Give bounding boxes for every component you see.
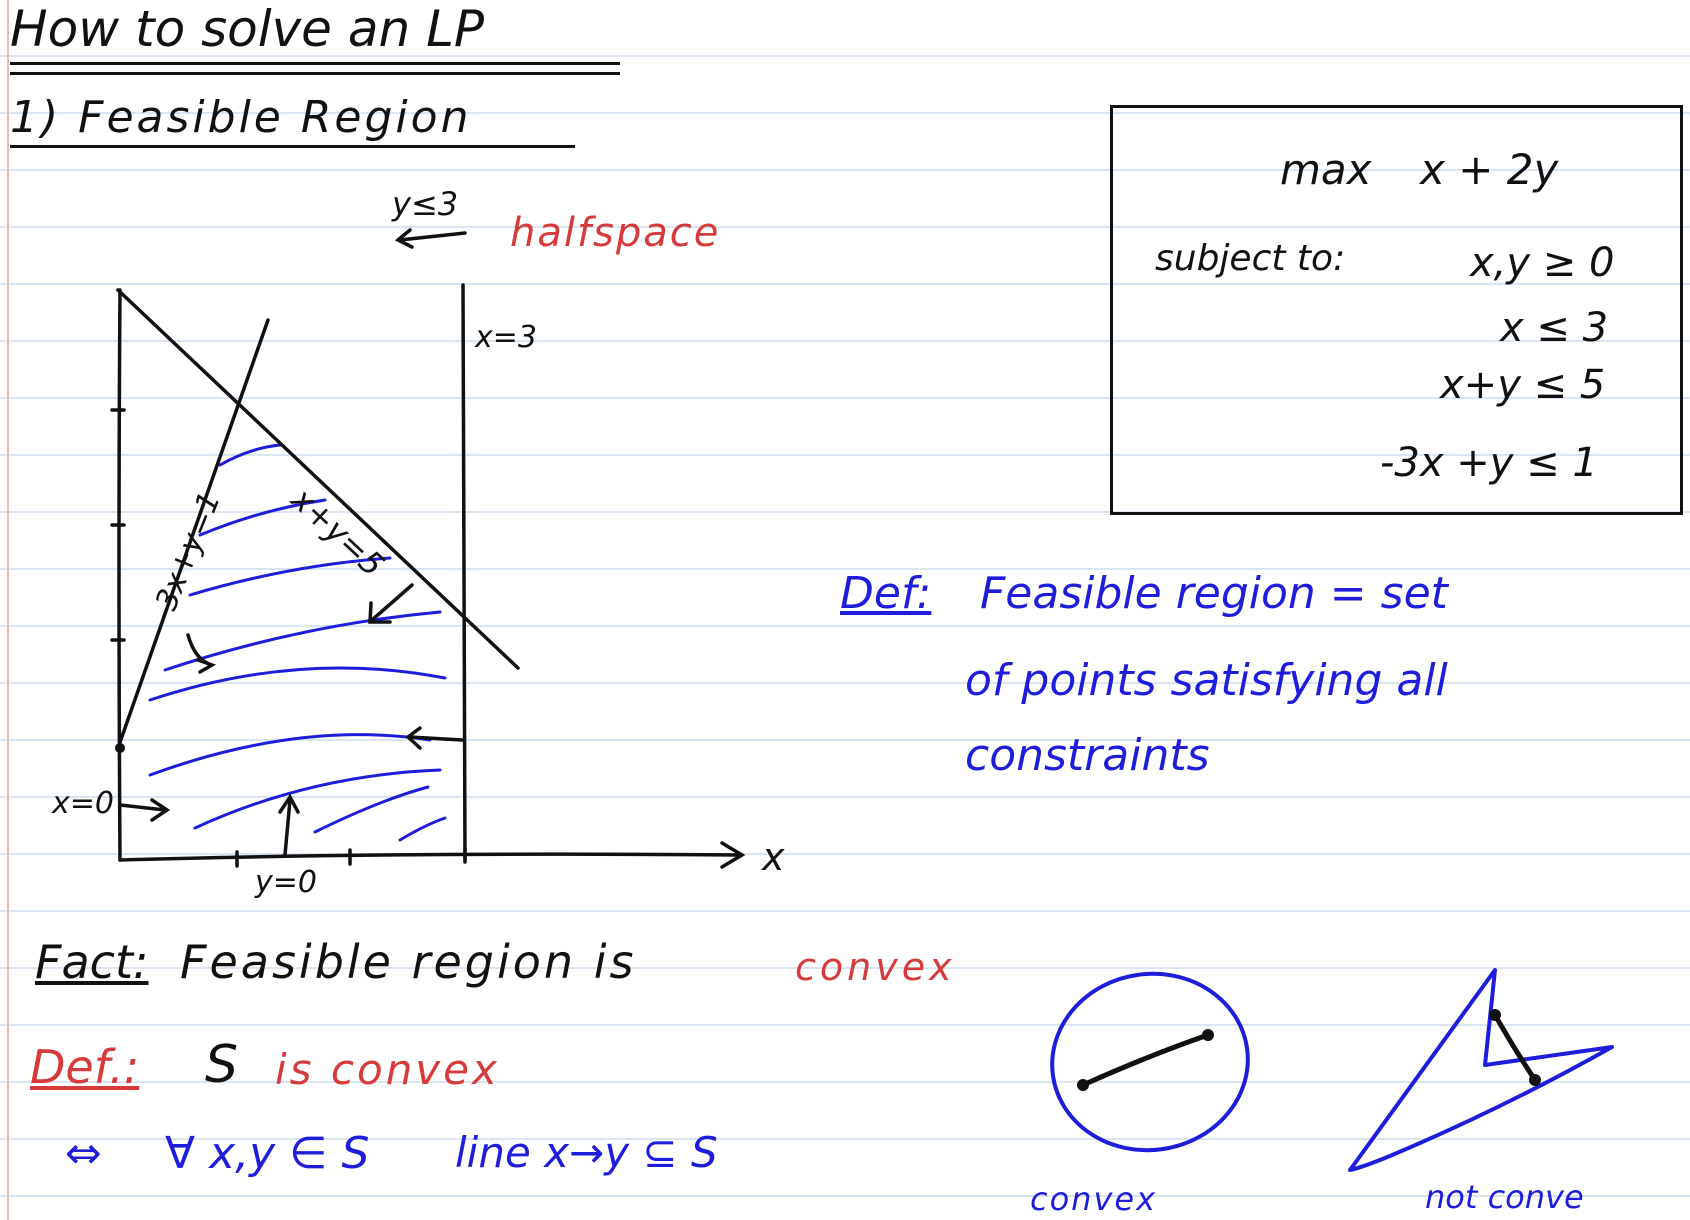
iff-arrow: ⇔ <box>65 1128 102 1179</box>
arrow-x-ge-0 <box>118 798 171 822</box>
hatch-line <box>198 498 327 537</box>
x-axis-arrowhead <box>720 841 746 869</box>
definition-1-line-2: of points satisfying all <box>965 655 1448 706</box>
subject-to-label: subject to: <box>1155 238 1346 279</box>
page-title: How to solve an LP <box>10 0 485 58</box>
title-underline-2 <box>10 72 620 75</box>
objective-label: max <box>1280 145 1372 194</box>
hatch-line <box>218 443 282 467</box>
fact-text: Feasible region is <box>180 935 637 989</box>
fact-label: Fact: <box>35 935 149 989</box>
title-underline <box>10 62 620 65</box>
nonconvex-example <box>1348 968 1614 1172</box>
convex-example <box>1050 971 1250 1153</box>
x-axis <box>118 852 742 862</box>
nonconvex-segment <box>1492 1013 1538 1082</box>
hatch-line <box>148 733 432 777</box>
x-axis-label: x <box>762 835 785 879</box>
constraint-neg3x: -3x +y ≤ 1 <box>1380 440 1598 486</box>
segment-endpoint <box>1202 1029 1214 1041</box>
label-y-equals-0: y=0 <box>255 865 317 900</box>
halfspace-arrow <box>394 228 467 249</box>
segment-endpoint <box>1529 1074 1541 1086</box>
hatch-line <box>313 785 430 834</box>
segment-endpoint <box>1077 1079 1089 1091</box>
line-x-plus-y-equals-5 <box>116 288 520 670</box>
label-x-equals-0: x=0 <box>52 786 114 821</box>
halfspace-label: halfspace <box>510 210 721 256</box>
section-heading: 1) Feasible Region <box>10 92 472 143</box>
arrow-neg3x-le-1 <box>186 633 217 674</box>
hatch-line <box>193 768 442 830</box>
arrow-x-plus-y-le-5 <box>368 583 414 624</box>
definition-2-text: is convex <box>275 1045 500 1094</box>
objective-expression: x + 2y <box>1420 145 1559 194</box>
line-neg3x-plus-y-equals-1 <box>116 318 270 750</box>
fact-highlight: convex <box>795 945 956 989</box>
convex-segment <box>1081 1032 1209 1088</box>
y-axis <box>117 288 122 862</box>
iff-statement: line x→y ⊆ S <box>455 1128 718 1177</box>
hatch-line <box>398 816 447 842</box>
line-x-equals-3 <box>461 283 467 862</box>
definition-1-line-3: constraints <box>965 730 1210 781</box>
nonconvex-example-label: not conve <box>1425 1178 1584 1216</box>
constraint-nonneg: x,y ≥ 0 <box>1470 240 1615 286</box>
definition-2-subject: S <box>205 1035 239 1095</box>
hatch-line <box>148 666 447 702</box>
halfspace-constraint-label: y≤3 <box>392 185 459 223</box>
definition-1-label: Def: <box>840 568 932 619</box>
definition-2-label: Def.: <box>30 1040 140 1094</box>
arrow-x-le-3 <box>405 726 464 750</box>
section-underline <box>10 145 575 148</box>
arrow-y-ge-0 <box>278 793 300 857</box>
convex-example-label: convex <box>1030 1180 1158 1218</box>
hatch-line <box>188 556 392 597</box>
nonconvex-shape <box>1348 968 1614 1172</box>
constraint-x-plus-y: x+y ≤ 5 <box>1440 362 1606 408</box>
convex-circle-shape <box>1050 971 1250 1153</box>
constraint-x-le-3: x ≤ 3 <box>1500 305 1609 351</box>
iff-quantifier: ∀ x,y ∈ S <box>165 1128 370 1179</box>
label-x-equals-3: x=3 <box>475 320 537 355</box>
lp-problem-box <box>1110 105 1683 515</box>
segment-endpoint <box>1489 1009 1501 1021</box>
intercept-point <box>115 743 125 753</box>
definition-1-line-1: Feasible region = set <box>980 568 1448 619</box>
